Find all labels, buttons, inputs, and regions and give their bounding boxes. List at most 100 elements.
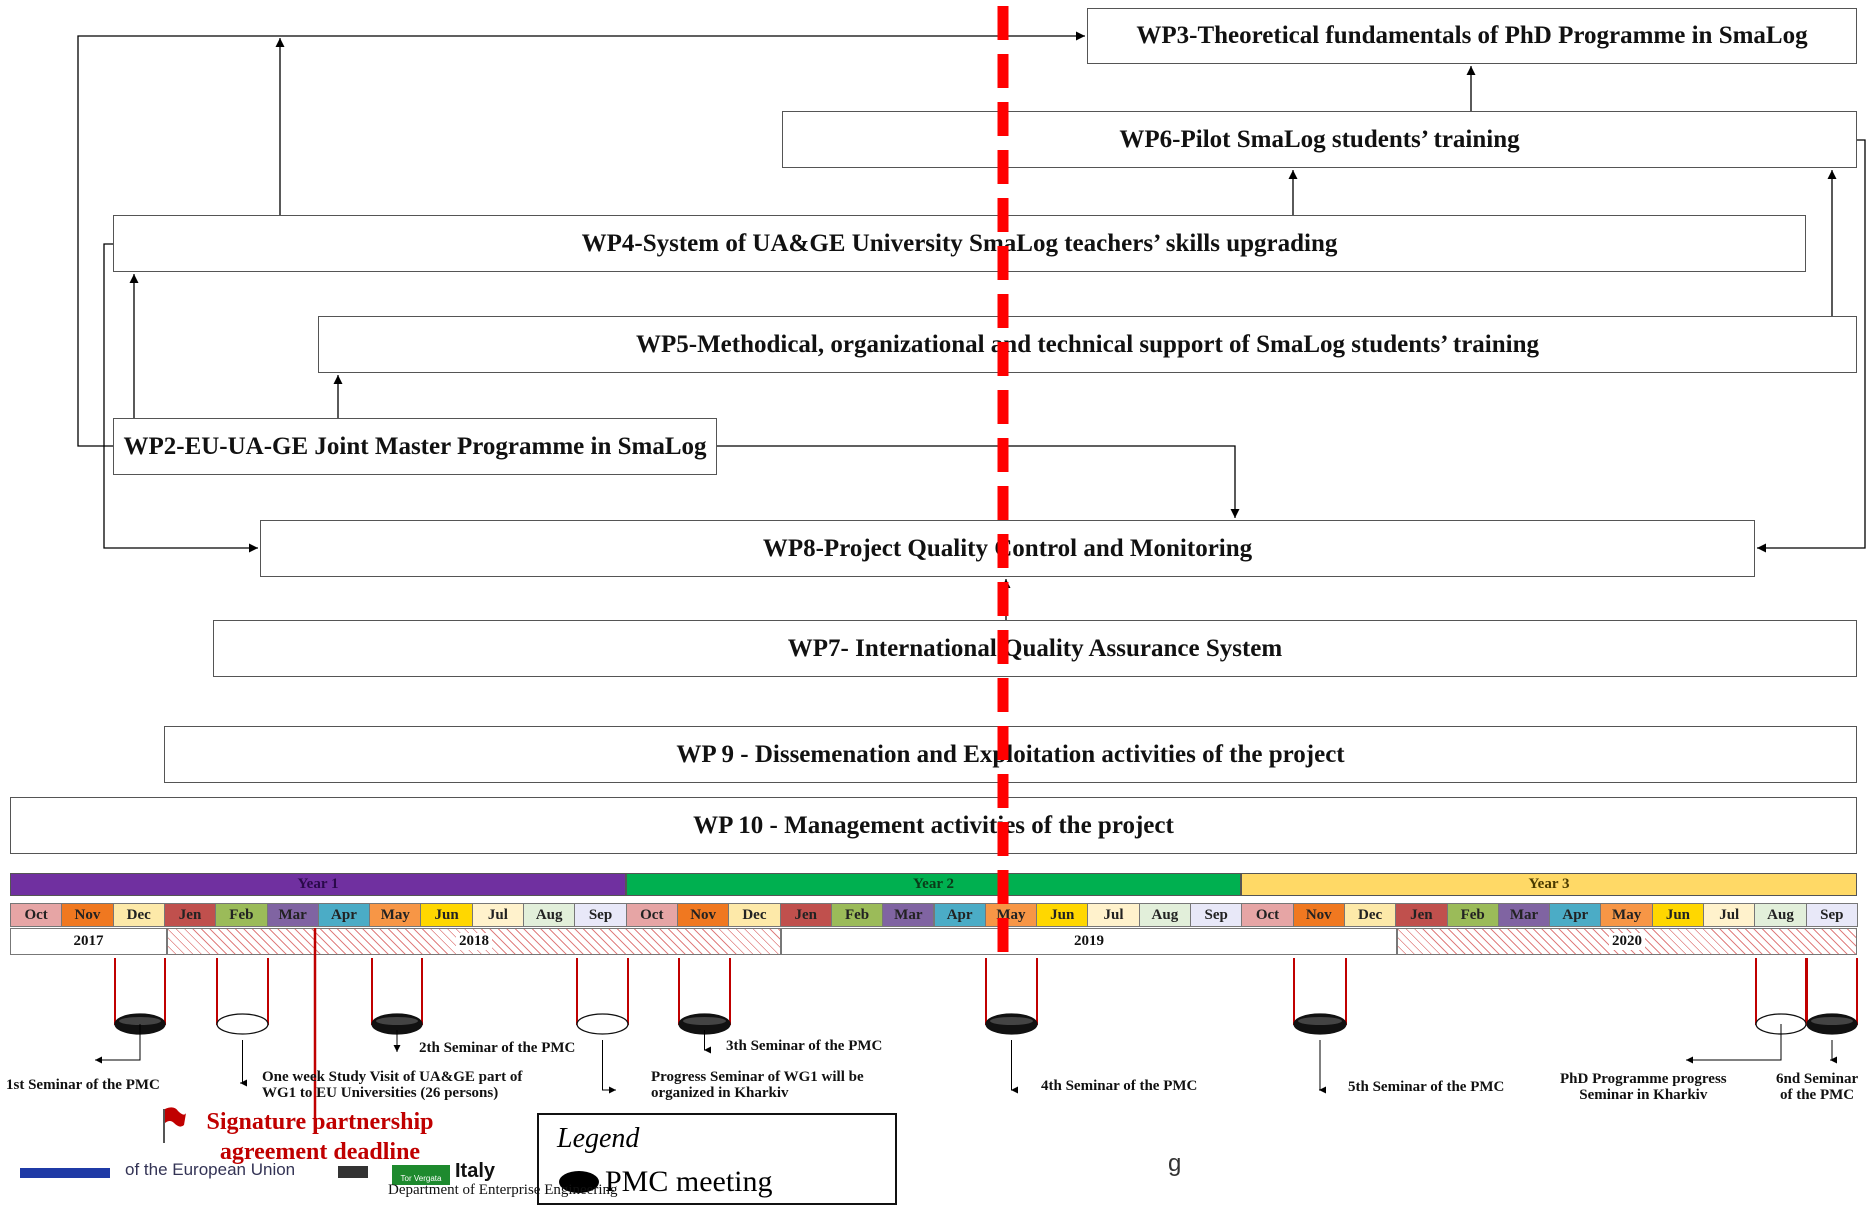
milestone (95, 958, 166, 1064)
wp5-box: WP5-Methodical, organizational and techn… (318, 316, 1857, 373)
eu-flag-logo (20, 1168, 110, 1178)
milestone-pointer (1830, 1040, 1837, 1064)
ms-label-7: 5th Seminar of the PMC (1348, 1079, 1505, 1095)
year-label-1: Year 1 (297, 876, 339, 892)
month-cell: Feb (830, 903, 884, 927)
month-cell: Dec (728, 903, 781, 927)
ellipse-highlight (119, 1017, 161, 1025)
month-cell: Jen (1395, 903, 1448, 927)
ms-label-8: PhD Programme progress Seminar in Kharki… (1560, 1071, 1727, 1103)
cal-year-2017: 2017 (10, 928, 167, 955)
month-cell: Dec (1343, 903, 1397, 927)
cal-year-2020-label: 2020 (1609, 933, 1645, 950)
month-cell: Mar (266, 903, 319, 927)
cal-year-2019-label: 2019 (1074, 933, 1104, 949)
signature-deadline-label: Signature partnership agreement deadline (195, 1107, 445, 1167)
ellipse-highlight (683, 1017, 726, 1025)
wp4-label: WP4-System of UA&GE University SmaLog te… (581, 229, 1338, 257)
legend-item-label: PMC meeting (605, 1165, 773, 1198)
month-cell: Jun (1036, 903, 1089, 927)
ellipse-highlight (990, 1017, 1033, 1025)
wp3-box: WP3-Theoretical fundamentals of PhD Prog… (1087, 8, 1857, 64)
wp5-label: WP5-Methodical, organizational and techn… (635, 330, 1540, 358)
ms-label-2: One week Study Visit of UA&GE part of WG… (262, 1069, 523, 1101)
milestone (985, 958, 1038, 1094)
connector-wp2-wp3 (77, 31, 1085, 447)
connector-wp6-wp8 (1757, 139, 1866, 553)
wp2-label: WP2-EU-UA-GE Joint Master Programme in S… (123, 432, 707, 460)
milestone-pointer (95, 1024, 141, 1064)
flag-icon (163, 1107, 186, 1143)
month-cell: Feb (1446, 903, 1499, 927)
wp7-label: WP7- International Quality Assurance Sys… (787, 634, 1283, 662)
signature-line-1: Signature partnership (206, 1109, 434, 1135)
month-cell: May (369, 903, 422, 927)
month-cell: Mar (882, 903, 935, 927)
event-ellipse (216, 1013, 269, 1035)
connectors (77, 31, 1866, 620)
ms-label-3: 2th Seminar of the PMC (419, 1040, 576, 1056)
legend-item: PMC meeting (559, 1165, 773, 1199)
ellipse-highlight (1298, 1017, 1342, 1025)
milestone (678, 958, 731, 1054)
year-label-2: Year 2 (913, 876, 954, 892)
wp2-box: WP2-EU-UA-GE Joint Master Programme in S… (113, 418, 717, 475)
ms-label-5: 3th Seminar of the PMC (726, 1038, 883, 1054)
month-cell: Sep (1805, 903, 1858, 927)
month-cell: Aug (1138, 903, 1192, 927)
milestone-pointer (704, 1030, 711, 1054)
milestone-pointer (1319, 1040, 1326, 1094)
milestone-pointer (1011, 1040, 1018, 1094)
month-cell: Apr (933, 903, 986, 927)
ms-label-1: 1st Seminar of the PMC (6, 1077, 160, 1093)
milestone (1686, 958, 1807, 1064)
milestone (576, 958, 629, 1094)
month-cell: Oct (625, 903, 678, 927)
cal-year-2019: 2019 (781, 928, 1397, 955)
wp6-label: WP6-Pilot SmaLog students’ training (1119, 125, 1520, 153)
event-ellipse (576, 1013, 629, 1035)
ms-label-6: 4th Seminar of the PMC (1041, 1078, 1198, 1094)
month-cell: Sep (574, 903, 627, 927)
month-cell: Mar (1497, 903, 1551, 927)
month-cell: Feb (215, 903, 268, 927)
month-cell: Jun (1651, 903, 1705, 927)
milestone (1293, 958, 1347, 1094)
legend: Legend PMC meeting (537, 1113, 897, 1205)
month-cell: Jen (163, 903, 217, 927)
milestone (216, 958, 269, 1087)
month-cell: Jul (1087, 903, 1140, 927)
month-cell: Jen (779, 903, 832, 927)
partner-logo (338, 1166, 368, 1178)
cal-year-2020: 2020 (1397, 928, 1857, 955)
footer-g: g (1168, 1150, 1182, 1177)
year-label-3: Year 3 (1528, 876, 1570, 892)
pmc-meeting-icon (559, 1171, 599, 1193)
ms-label-4: Progress Seminar of WG1 will be organize… (651, 1069, 864, 1101)
connector-wp4-wp8 (103, 243, 258, 553)
milestone-pointer (240, 1040, 247, 1087)
month-cell: Nov (61, 903, 114, 927)
wp9-label: WP 9 - Dissemenation and Exploitation ac… (676, 740, 1345, 768)
wp3-label: WP3-Theoretical fundamentals of PhD Prog… (1136, 22, 1808, 49)
year-bar-1: Year 1 (10, 873, 626, 896)
department-text: Department of Enterprise Engineering (388, 1182, 618, 1198)
wp4-box: WP4-System of UA&GE University SmaLog te… (113, 215, 1806, 272)
month-cell: Sep (1190, 903, 1243, 927)
month-cell: Oct (1241, 903, 1294, 927)
milestone-pointer (1686, 1024, 1782, 1064)
wp9-box: WP 9 - Dissemenation and Exploitation ac… (164, 726, 1857, 783)
legend-title: Legend (557, 1123, 640, 1154)
milestone (371, 958, 423, 1052)
connector-wp2-wp8 (717, 445, 1240, 518)
milestone-layer (95, 958, 1858, 1094)
month-cell: May (1600, 903, 1653, 927)
signature-line-2: agreement deadline (219, 1139, 421, 1165)
ellipse-highlight (376, 1017, 418, 1025)
wp6-box: WP6-Pilot SmaLog students’ training (782, 111, 1857, 168)
wp7-box: WP7- International Quality Assurance Sys… (213, 620, 1857, 677)
month-cell: Apr (1549, 903, 1602, 927)
cal-year-2018-label: 2018 (456, 933, 492, 950)
ms-label-9: 6nd Seminar of the PMC (1776, 1071, 1859, 1103)
